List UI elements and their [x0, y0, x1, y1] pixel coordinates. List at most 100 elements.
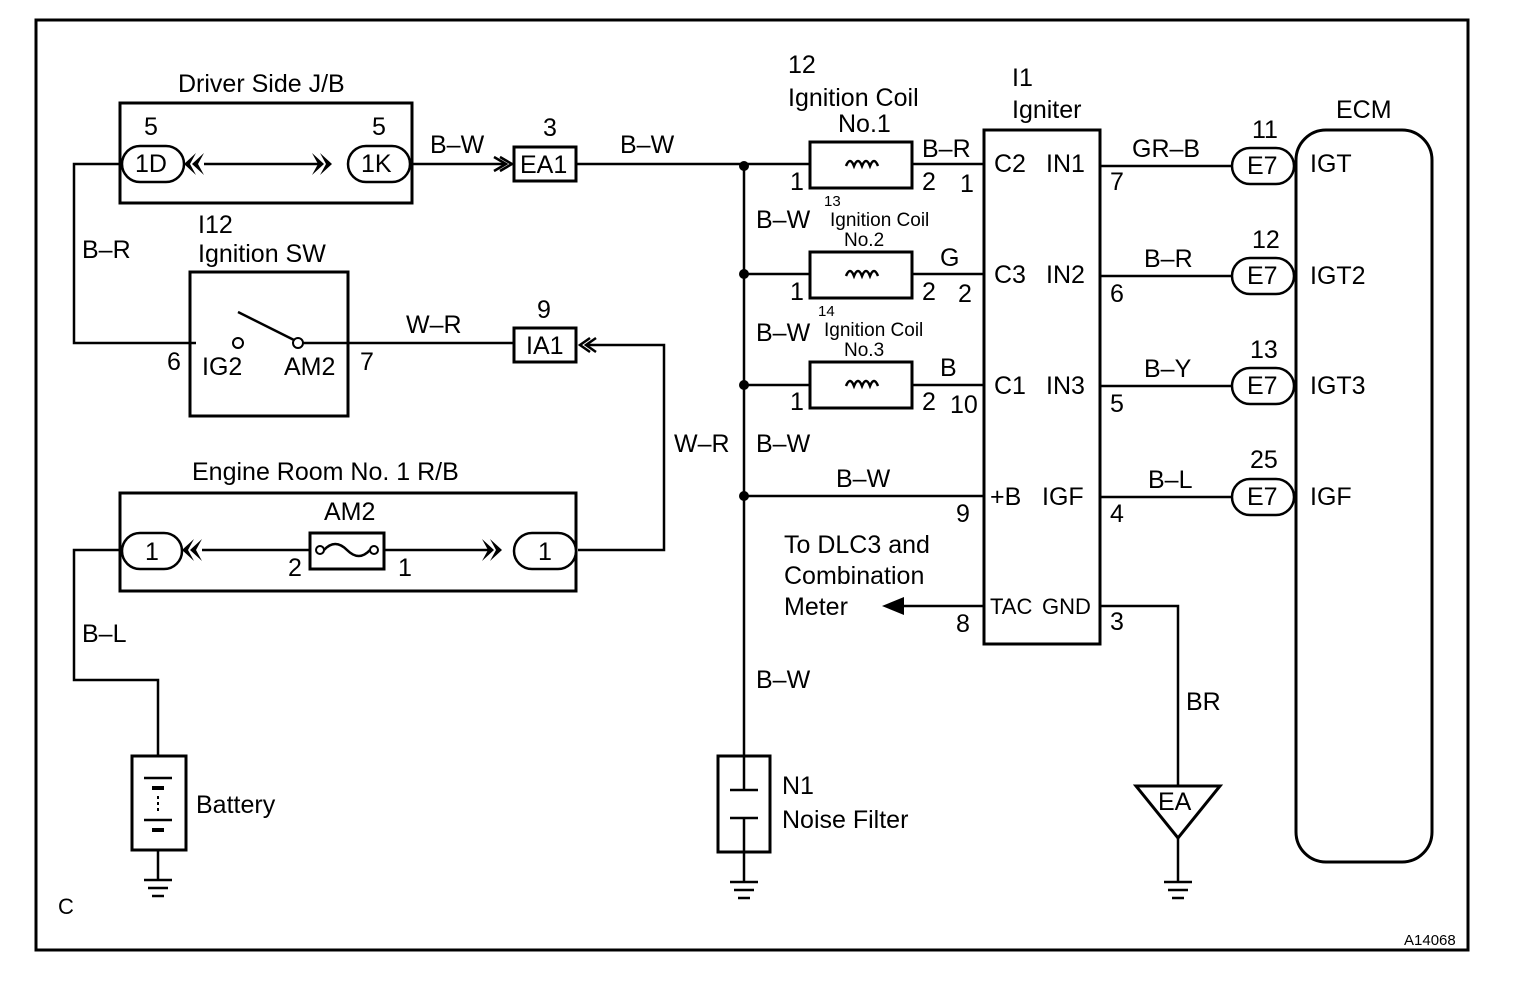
igniter-term-tac: TAC [990, 594, 1032, 619]
igniter-pin-right-5: 3 [1110, 608, 1124, 636]
engine-rb-right-conn-label: 1 [538, 538, 552, 566]
igniter-term-c1: C1 [994, 372, 1026, 400]
ecm-term-igf: IGF [1310, 483, 1352, 511]
ecm-conn-1: E7 [1247, 152, 1278, 180]
dlc-note-line3: Meter [784, 593, 848, 621]
wire-label-bl-igf: B–L [1148, 466, 1193, 494]
coil1-pin-left: 1 [790, 168, 804, 196]
wire-label-bw-3: B–W [756, 206, 811, 234]
wire-label-g: G [940, 244, 959, 272]
coil1-pin-right: 2 [922, 168, 936, 196]
connector-1d-label: 1D [135, 150, 167, 178]
engine-rb-left-conn-label: 1 [145, 538, 159, 566]
igniter-term-c3: C3 [994, 261, 1026, 289]
ecm-conn-2: E7 [1247, 262, 1278, 290]
ecm-term-igt: IGT [1310, 150, 1352, 178]
ignition-coil-3: 14 Ignition Coil No.3 1 2 [790, 303, 936, 416]
igniter-term-in3: IN3 [1046, 372, 1085, 400]
ecm-pin-1: 11 [1252, 116, 1278, 144]
junction-ia1 [512, 326, 578, 364]
coil2-code: 13 [824, 193, 841, 210]
wire-label-bw-4: B–W [756, 319, 811, 347]
igniter-pin-right-2: 6 [1110, 280, 1124, 308]
battery-label: Battery [196, 791, 276, 819]
igniter-term-b-plus: +B [990, 483, 1021, 511]
wire-label-wr-2: W–R [674, 430, 730, 458]
junction-ea1-label: EA1 [520, 151, 567, 179]
ecm-conn-3: E7 [1247, 372, 1278, 400]
coil2-pin-left: 1 [790, 278, 804, 306]
igniter-term-igf: IGF [1042, 483, 1084, 511]
ecm-pin-2: 12 [1252, 226, 1280, 254]
ground-ea: EA [1132, 784, 1224, 900]
ignition-switch: I12 Ignition SW 6 IG2 AM2 7 [167, 211, 374, 418]
ecm-term-igt2: IGT2 [1310, 262, 1366, 290]
igniter-code: I1 [1012, 64, 1033, 92]
junction-ia1-label: IA1 [526, 332, 564, 360]
wire-label-bw-6: B–W [756, 666, 811, 694]
igniter-pin-left-4: 9 [956, 500, 970, 528]
coil1-sub: No.1 [838, 110, 891, 138]
coil2-title: Ignition Coil [830, 210, 929, 231]
igniter-term-in1: IN1 [1046, 150, 1085, 178]
igniter-term-in2: IN2 [1046, 261, 1085, 289]
coil3-pin-right: 2 [922, 388, 936, 416]
wire-label-br-left: B–R [82, 236, 131, 264]
coil1-code: 12 [788, 51, 816, 79]
battery: Battery [130, 754, 276, 898]
wire-label-grb: GR–B [1132, 135, 1200, 163]
wire-label-bw-7: B–W [836, 465, 891, 493]
dlc-note-line2: Combination [784, 562, 924, 590]
wire-label-wr-1: W–R [406, 311, 462, 339]
ecm-pin-3: 13 [1250, 336, 1278, 364]
igniter-term-gnd: GND [1042, 594, 1091, 619]
coil1-title: Ignition Coil [788, 84, 919, 112]
driver-jb-left-pin: 5 [144, 113, 158, 141]
igniter-pin-right-3: 5 [1110, 390, 1124, 418]
ignition-sw-am2: AM2 [284, 353, 335, 381]
ground-ea-label: EA [1158, 788, 1192, 816]
fuse-pin-right: 1 [398, 554, 412, 582]
ecm: ECM IGT IGT2 IGT3 IGF [1294, 96, 1434, 864]
driver-side-jb: Driver Side J/B 5 1D 5 1K [118, 70, 414, 205]
igniter-term-c2: C2 [994, 150, 1026, 178]
ignition-sw-left-pin: 6 [167, 348, 181, 376]
e7-connectors: 11 E7 12 E7 13 E7 25 E7 [1230, 116, 1296, 517]
coil3-pin-left: 1 [790, 388, 804, 416]
engine-rb-right-conn [512, 531, 578, 571]
noise-filter: N1 Noise Filter [716, 754, 908, 900]
ignition-sw-title: Ignition SW [198, 240, 326, 268]
engine-room-rb: Engine Room No. 1 R/B 1 AM2 2 1 1 [118, 458, 578, 593]
coil2-pin-right: 2 [922, 278, 936, 306]
diagram-frame [34, 18, 1470, 952]
driver-jb-right-pin: 5 [372, 113, 386, 141]
engine-rb-title: Engine Room No. 1 R/B [192, 458, 459, 486]
ignition-sw-right-pin: 7 [360, 348, 374, 376]
igniter-pin-left-3: 10 [950, 391, 978, 419]
wire-label-bw-1: B–W [430, 131, 485, 159]
figure-code: A14068 [1404, 932, 1456, 949]
ignition-sw-ig2: IG2 [202, 353, 242, 381]
ecm-title: ECM [1336, 96, 1392, 124]
wire-label-bl-left: B–L [82, 620, 127, 648]
connector-1k-label: 1K [361, 150, 392, 178]
ignition-coil-1: 12 Ignition Coil No.1 1 2 [788, 51, 936, 196]
corner-letter: C [58, 894, 74, 919]
wire-label-br-brown: BR [1186, 688, 1221, 716]
igniter-pin-right-1: 7 [1110, 168, 1124, 196]
fuse-pin-left: 2 [288, 554, 302, 582]
noise-filter-title: Noise Filter [782, 806, 908, 834]
igniter-title: Igniter [1012, 96, 1081, 124]
ignition-coil-2: 13 Ignition Coil No.2 1 2 [790, 193, 936, 306]
wire-label-bw-2: B–W [620, 131, 675, 159]
wire-label-br-coil1: B–R [922, 135, 971, 163]
coil3-sub: No.3 [844, 340, 884, 361]
igniter: I1 Igniter C2 IN1 C3 IN2 C1 IN3 +B IGF T… [950, 64, 1124, 646]
igniter-pin-left-2: 2 [958, 280, 972, 308]
ecm-pin-4: 25 [1250, 446, 1278, 474]
ia1-pin: 9 [537, 296, 551, 324]
igniter-pin-left-5: 8 [956, 610, 970, 638]
wire-label-b: B [940, 354, 957, 382]
ecm-term-igt3: IGT3 [1310, 372, 1366, 400]
